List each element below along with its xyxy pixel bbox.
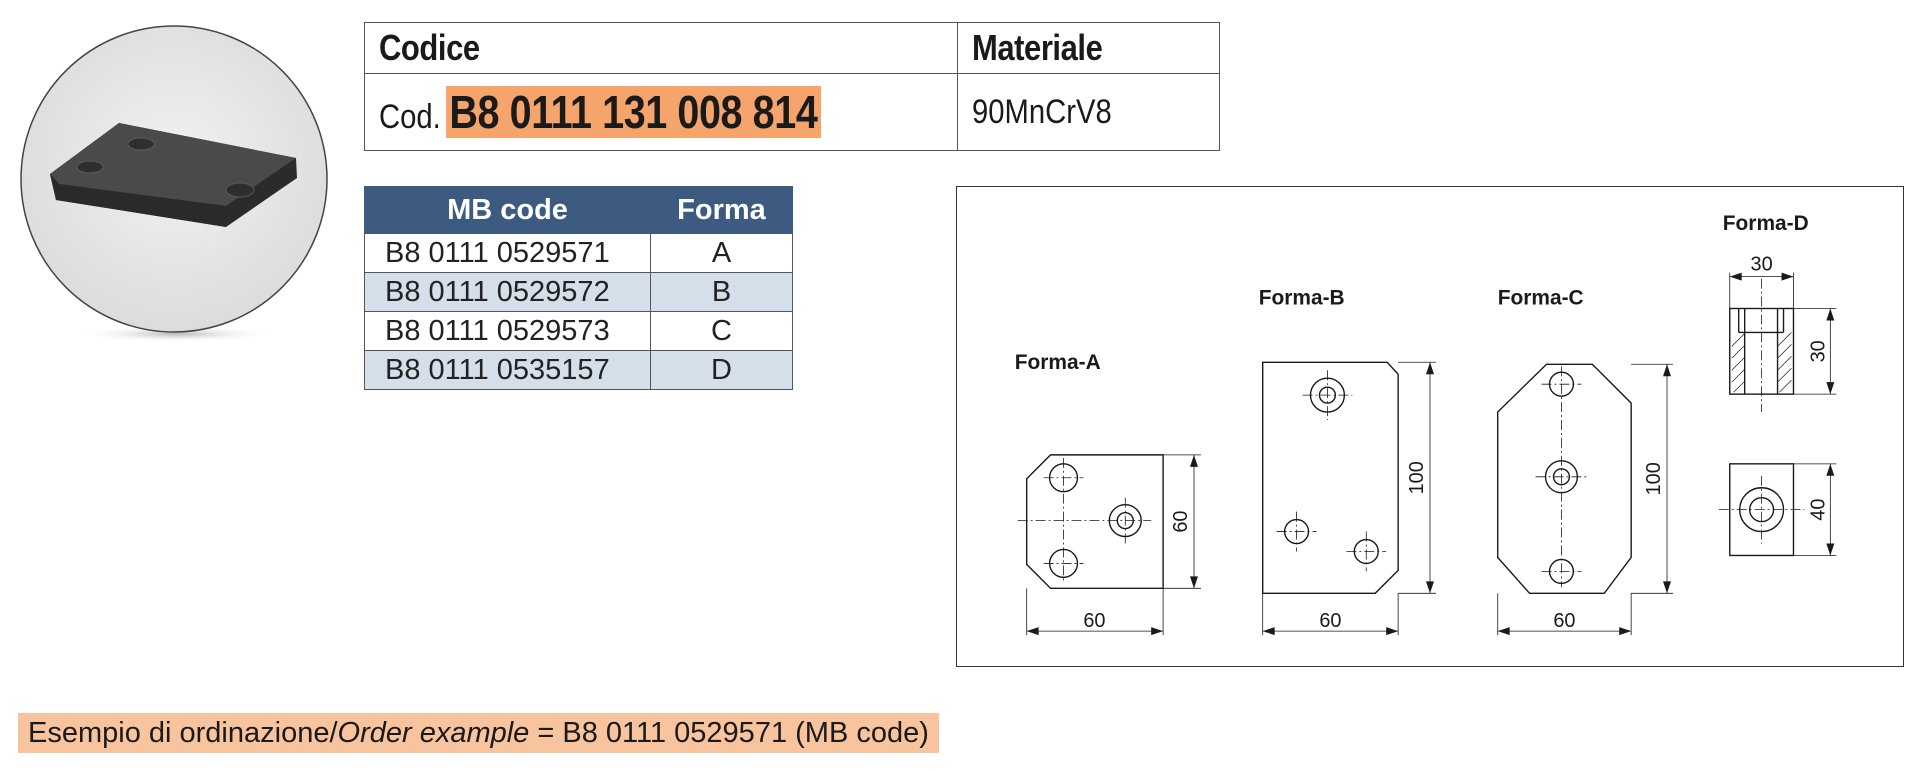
forma-a-label: Forma-A (1015, 351, 1101, 374)
forma-a-drawing (1017, 454, 1201, 636)
forma-d-front-height: 40 (1807, 499, 1829, 521)
code-material-table: Codice Materiale Cod.B8 0111 131 008 814… (364, 22, 1220, 151)
mb-code-cell: B8 0111 0535157 (364, 350, 651, 390)
forma-header: Forma (650, 186, 793, 234)
technical-drawings-panel: Forma-A Forma-B Forma-C Forma-D 60 60 60… (956, 186, 1904, 667)
mb-code-cell: B8 0111 0529572 (364, 272, 651, 312)
forma-c-height: 100 (1643, 462, 1665, 495)
forma-b-width: 60 (1319, 610, 1341, 632)
forma-a-height: 60 (1170, 511, 1192, 533)
forma-d-top-width: 30 (1751, 254, 1773, 276)
forma-d-label: Forma-D (1723, 212, 1809, 235)
mb-code-cell: B8 0111 0529571 (364, 233, 651, 273)
forma-cell: B (650, 272, 793, 312)
order-example: Esempio di ordinazione/Order example = B… (18, 713, 939, 753)
mb-code-table: MB code Forma B8 0111 0529571 A B8 0111 … (364, 186, 793, 390)
codice-header: Codice (364, 22, 958, 74)
forma-cell: A (650, 233, 793, 273)
forma-cell: C (650, 311, 793, 351)
forma-b-label: Forma-B (1259, 287, 1345, 310)
forma-d-side-height: 30 (1807, 340, 1829, 362)
forma-cell: D (650, 350, 793, 390)
materiale-header: Materiale (957, 22, 1220, 74)
forma-d-drawing (1718, 272, 1837, 557)
forma-a-width: 60 (1083, 610, 1105, 632)
forma-b-height: 100 (1406, 461, 1428, 494)
mb-code-cell: B8 0111 0529573 (364, 311, 651, 351)
cod-prefix: Cod. (379, 98, 441, 136)
forma-c-width: 60 (1553, 610, 1575, 632)
forma-b-drawing (1262, 361, 1436, 636)
forma-c-drawing (1497, 363, 1673, 636)
mb-code-header: MB code (364, 186, 651, 234)
table-row: B8 0111 0529571 A (364, 233, 793, 273)
cod-cell: Cod.B8 0111 131 008 814 (364, 73, 958, 151)
product-photo (20, 25, 328, 342)
table-row: B8 0111 0529573 C (364, 311, 793, 351)
forma-c-label: Forma-C (1498, 287, 1584, 310)
table-row: B8 0111 0529572 B (364, 272, 793, 312)
material-cell: 90MnCrV8 (957, 73, 1220, 151)
table-row: B8 0111 0535157 D (364, 350, 793, 390)
cod-value: B8 0111 131 008 814 (445, 86, 821, 138)
